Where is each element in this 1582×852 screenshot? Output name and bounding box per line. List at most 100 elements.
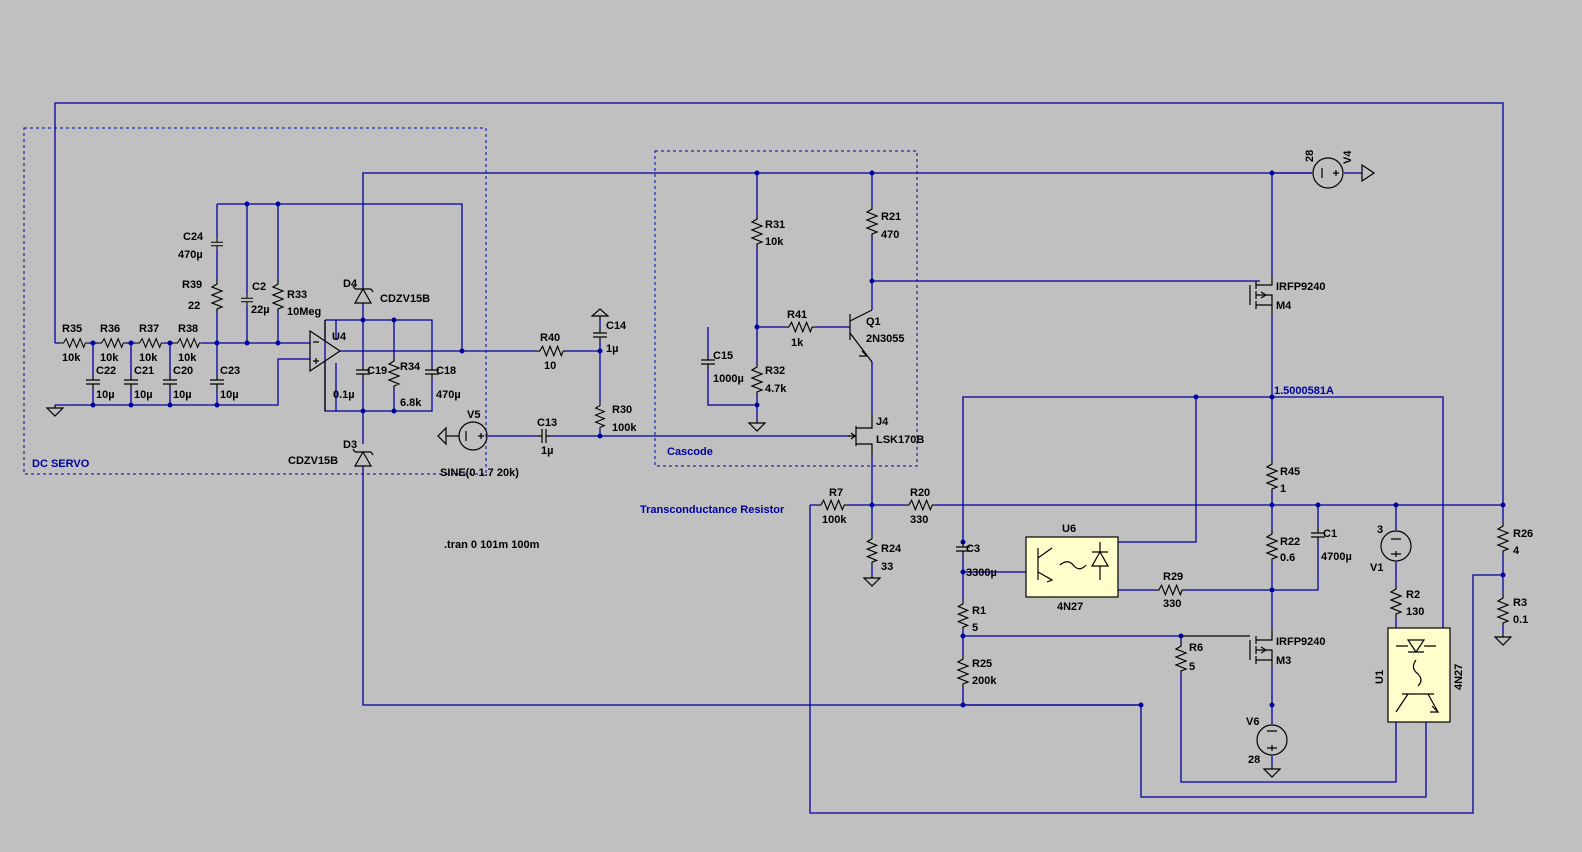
label-c3-value: 3300µ — [966, 567, 997, 579]
voltage-source-v6[interactable] — [1256, 724, 1288, 756]
resistor-r39[interactable] — [211, 279, 223, 313]
label-r2-name: R2 — [1406, 589, 1420, 601]
capacitor-c23[interactable] — [209, 374, 225, 390]
label-r25-name: R25 — [972, 658, 992, 670]
resistor-r2[interactable] — [1390, 584, 1402, 618]
label-r33-value: 10Meg — [287, 306, 321, 318]
label-q1-value: 2N3055 — [866, 333, 905, 345]
resistor-r35[interactable] — [59, 338, 89, 348]
label-v6-name: V6 — [1246, 716, 1259, 728]
label-r1-name: R1 — [972, 605, 986, 617]
label-r39-name: R39 — [182, 279, 202, 291]
label-c19-name: C19 — [367, 365, 387, 377]
label-r33-name: R33 — [287, 289, 307, 301]
cascode-box — [654, 150, 918, 467]
label-r7-value: 100k — [822, 514, 847, 526]
label-v1-name: V1 — [1370, 562, 1383, 574]
label-r39-value: 22 — [188, 300, 200, 312]
voltage-source-v1[interactable] — [1380, 530, 1412, 562]
label-m4-value: IRFP9240 — [1276, 281, 1326, 293]
transistor-q1[interactable] — [849, 309, 873, 363]
label-j4-name: J4 — [876, 416, 889, 428]
label-r37-value: 10k — [139, 352, 158, 364]
resistor-r7[interactable] — [816, 499, 848, 511]
resistor-r45[interactable] — [1266, 459, 1278, 493]
annotations: DC SERVO Cascode Transconductance Resist… — [32, 385, 1334, 551]
label-u6-value: 4N27 — [1057, 601, 1083, 613]
label-v4-value: 28 — [1304, 150, 1316, 162]
label-v4-name: V4 — [1342, 150, 1354, 164]
label-r22-name: R22 — [1280, 536, 1300, 548]
label-c2-name: C2 — [252, 281, 266, 293]
label-r6-name: R6 — [1189, 642, 1203, 654]
resistor-r34[interactable] — [388, 356, 400, 390]
capacitor-c22[interactable] — [85, 374, 101, 390]
resistor-r32[interactable] — [751, 362, 763, 396]
resistor-r6[interactable] — [1175, 641, 1187, 675]
label-r2-value: 130 — [1406, 606, 1424, 618]
capacitor-c24[interactable] — [210, 237, 224, 251]
resistor-r40[interactable] — [535, 345, 567, 357]
resistor-r3[interactable] — [1497, 593, 1509, 627]
optocoupler-u6[interactable] — [1025, 536, 1119, 598]
label-q1-name: Q1 — [866, 316, 881, 328]
resistor-r31[interactable] — [751, 214, 763, 248]
resistor-r24[interactable] — [866, 534, 878, 566]
opamp-u4[interactable] — [309, 320, 342, 411]
label-d3-value: CDZV15B — [288, 455, 338, 467]
label-m3-name: M3 — [1276, 655, 1291, 667]
label-v5-name: V5 — [467, 409, 480, 421]
label-r34-name: R34 — [400, 361, 421, 373]
label-r29-name: R29 — [1163, 571, 1183, 583]
label-r26-name: R26 — [1513, 528, 1533, 540]
capacitor-c13[interactable] — [536, 428, 552, 444]
resistor-r30[interactable] — [595, 401, 605, 431]
voltage-source-v5[interactable] — [437, 421, 488, 451]
voltage-source-v4[interactable] — [1312, 157, 1376, 189]
resistor-r25[interactable] — [957, 654, 969, 688]
resistor-r29[interactable] — [1154, 584, 1186, 596]
mosfet-m3[interactable] — [1181, 628, 1273, 668]
zener-d3[interactable] — [352, 448, 374, 467]
label-r6-value: 5 — [1189, 661, 1195, 673]
resistor-r1[interactable] — [957, 599, 969, 631]
resistor-r38[interactable] — [173, 338, 203, 348]
ground-symbol — [46, 404, 64, 417]
dc-servo-label: DC SERVO — [32, 458, 90, 470]
resistor-r37[interactable] — [135, 338, 165, 348]
jfet-j4[interactable] — [848, 414, 873, 458]
label-c19-value: 0.1µ — [333, 389, 355, 401]
label-r36-name: R36 — [100, 323, 120, 335]
optocoupler-u1[interactable] — [1387, 627, 1451, 723]
label-c22-value: 10µ — [96, 389, 115, 401]
resistor-r20[interactable] — [904, 499, 936, 511]
resistor-r36[interactable] — [97, 338, 127, 348]
resistor-r21[interactable] — [866, 204, 878, 238]
resistor-r41[interactable] — [784, 321, 816, 333]
capacitor-c20[interactable] — [162, 374, 178, 390]
label-c21-value: 10µ — [134, 389, 153, 401]
label-c1-name: C1 — [1323, 528, 1337, 540]
label-r45-value: 1 — [1280, 483, 1286, 495]
label-r26-value: 4 — [1513, 545, 1520, 557]
resistor-r22[interactable] — [1266, 529, 1278, 563]
resistor-r33[interactable] — [272, 279, 284, 313]
zener-d4[interactable] — [352, 285, 374, 304]
mosfet-m4[interactable] — [1249, 275, 1273, 315]
label-d4-name: D4 — [343, 278, 358, 290]
current-readout: 1.5000581A — [1274, 385, 1334, 397]
label-c14-name: C14 — [606, 320, 627, 332]
label-c22-name: C22 — [96, 365, 116, 377]
label-c13-name: C13 — [537, 417, 557, 429]
label-r41-name: R41 — [787, 309, 807, 321]
ground-symbol — [590, 308, 610, 320]
capacitor-c14[interactable] — [592, 327, 608, 343]
capacitor-c21[interactable] — [123, 374, 139, 390]
resistor-r26[interactable] — [1497, 521, 1509, 555]
label-v6-value: 28 — [1248, 754, 1260, 766]
label-c3-name: C3 — [966, 543, 980, 555]
label-d4-value: CDZV15B — [380, 293, 430, 305]
label-r3-name: R3 — [1513, 597, 1527, 609]
label-c15-value: 1000µ — [713, 373, 744, 385]
